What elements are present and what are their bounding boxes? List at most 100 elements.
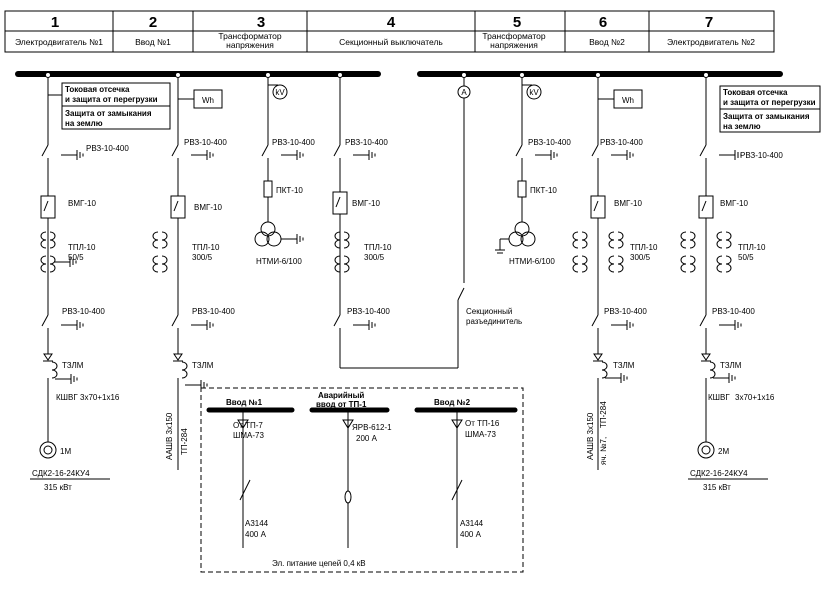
svg-text:и защита от перегрузки: и защита от перегрузки — [65, 95, 158, 104]
col-5-number: 5 — [513, 14, 521, 31]
kv-meter-2: kV — [522, 84, 542, 100]
col-3-name-line2: напряжения — [226, 40, 274, 50]
col-3-name: Трансформатор — [218, 31, 281, 41]
svg-text:ТП-284: ТП-284 — [180, 428, 189, 455]
svg-text:РВЗ-10-400: РВЗ-10-400 — [528, 138, 571, 147]
svg-text:300/5: 300/5 — [364, 253, 385, 262]
wh-meter-2: Wh — [598, 89, 643, 109]
svg-text:РВЗ-10-400: РВЗ-10-400 — [86, 144, 129, 153]
svg-text:315 кВт: 315 кВт — [44, 483, 72, 492]
svg-text:ШМА-73: ШМА-73 — [465, 430, 496, 439]
protection-box-left: Токовая отсечка и защита от перегрузки З… — [48, 82, 171, 130]
svg-text:и защита от перегрузки: и защита от перегрузки — [723, 98, 816, 107]
feeder-motor-2 — [680, 77, 768, 480]
svg-text:ЯРВ-612-1: ЯРВ-612-1 — [352, 423, 392, 432]
svg-text:РВЗ-10-400: РВЗ-10-400 — [62, 307, 105, 316]
header-table: 1 2 3 4 5 6 7 Электродвигатель №1 Ввод №… — [4, 10, 775, 53]
col-4-number: 4 — [387, 14, 396, 31]
svg-text:400 А: 400 А — [245, 530, 267, 539]
svg-text:3х70+1х16: 3х70+1х16 — [80, 393, 120, 402]
svg-text:РВЗ-10-400: РВЗ-10-400 — [740, 151, 783, 160]
svg-text:Токовая отсечка: Токовая отсечка — [65, 85, 130, 94]
equipment-labels: РВЗ-10-400 ВМГ-10 ТПЛ-10 50/5 РВЗ-10-400… — [32, 138, 783, 492]
svg-text:ВМГ-10: ВМГ-10 — [194, 203, 222, 212]
svg-text:ТПЛ-10: ТПЛ-10 — [364, 243, 392, 252]
col-7-number: 7 — [705, 14, 713, 31]
svg-text:2М: 2М — [718, 447, 729, 456]
svg-text:ТЗЛМ: ТЗЛМ — [613, 361, 635, 370]
svg-text:315 кВт: 315 кВт — [703, 483, 731, 492]
svg-text:Wh: Wh — [622, 96, 634, 105]
svg-text:Токовая отсечка: Токовая отсечка — [723, 88, 788, 97]
svg-text:КШВГ: КШВГ — [708, 393, 730, 402]
svg-text:ААШВ 3х150: ААШВ 3х150 — [586, 412, 595, 460]
svg-text:ТЗЛМ: ТЗЛМ — [720, 361, 742, 370]
svg-text:ВМГ-10: ВМГ-10 — [720, 199, 748, 208]
svg-text:ААШВ 3х150: ААШВ 3х150 — [165, 412, 174, 460]
col-2-number: 2 — [149, 14, 157, 31]
svg-text:разъединитель: разъединитель — [466, 317, 522, 326]
svg-text:ТЗЛМ: ТЗЛМ — [62, 361, 84, 370]
feeder-section-breaker — [332, 77, 471, 369]
svg-text:Секционный: Секционный — [466, 307, 512, 316]
col-6-number: 6 — [599, 14, 607, 31]
svg-text:3х70+1х16: 3х70+1х16 — [735, 393, 775, 402]
svg-text:ВМГ-10: ВМГ-10 — [614, 199, 642, 208]
wh-meter-1: Wh — [178, 89, 223, 109]
ammeter-label: A — [461, 88, 467, 97]
svg-text:50/5: 50/5 — [738, 253, 754, 262]
svg-text:РВЗ-10-400: РВЗ-10-400 — [347, 307, 390, 316]
svg-text:kV: kV — [529, 88, 539, 97]
svg-text:300/5: 300/5 — [192, 253, 213, 262]
svg-text:Защита от замыкания: Защита от замыкания — [723, 112, 810, 121]
svg-text:ВМГ-10: ВМГ-10 — [68, 199, 96, 208]
svg-text:РВЗ-10-400: РВЗ-10-400 — [345, 138, 388, 147]
svg-text:ТЗЛМ: ТЗЛМ — [192, 361, 214, 370]
svg-text:РВЗ-10-400: РВЗ-10-400 — [604, 307, 647, 316]
svg-text:Защита от замыкания: Защита от замыкания — [65, 109, 152, 118]
col-1-name: Электродвигатель №1 — [15, 37, 103, 47]
svg-text:ТПЛ-10: ТПЛ-10 — [738, 243, 766, 252]
feeder-motor-1 — [30, 77, 110, 480]
svg-text:СДК2-16-24КУ4: СДК2-16-24КУ4 — [32, 469, 90, 478]
svg-text:400 А: 400 А — [460, 530, 482, 539]
svg-text:Ввод №1: Ввод №1 — [226, 398, 263, 407]
svg-text:на землю: на землю — [65, 119, 103, 128]
svg-text:СДК2-16-24КУ4: СДК2-16-24КУ4 — [690, 469, 748, 478]
col-7-name: Электродвигатель №2 — [667, 37, 755, 47]
svg-text:ШМА-73: ШМА-73 — [233, 431, 264, 440]
svg-text:яч. №7,: яч. №7, — [599, 437, 608, 465]
col-2-name: Ввод №1 — [135, 37, 171, 47]
svg-text:300/5: 300/5 — [630, 253, 651, 262]
svg-text:Аварийный: Аварийный — [318, 391, 364, 400]
svg-text:А3144: А3144 — [245, 519, 269, 528]
col-3-number: 3 — [257, 14, 265, 31]
svg-text:ПКТ-10: ПКТ-10 — [276, 186, 303, 195]
svg-text:ТПЛ-10: ТПЛ-10 — [192, 243, 220, 252]
protection-box-right: Токовая отсечка и защита от перегрузки З… — [719, 85, 821, 133]
col-1-number: 1 — [51, 14, 59, 31]
svg-text:ПКТ-10: ПКТ-10 — [530, 186, 557, 195]
svg-text:РВЗ-10-400: РВЗ-10-400 — [600, 138, 643, 147]
svg-text:ТПЛ-10: ТПЛ-10 — [68, 243, 96, 252]
lv-panel: Ввод №1 Аварийный ввод от ТП-1 Ввод №2 О… — [200, 387, 524, 573]
col-5-name: Трансформатор — [482, 31, 545, 41]
col-6-name: Ввод №2 — [589, 37, 625, 47]
feeder-input-2 — [572, 77, 634, 470]
svg-text:КШВГ: КШВГ — [56, 393, 78, 402]
svg-text:От ТП-7: От ТП-7 — [233, 421, 263, 430]
feeder-input-1 — [152, 77, 214, 470]
svg-text:kV: kV — [275, 88, 285, 97]
svg-text:ТП-284: ТП-284 — [599, 401, 608, 428]
svg-text:Wh: Wh — [202, 96, 214, 105]
col-5-name-line2: напряжения — [490, 40, 538, 50]
kv-meter-1: kV — [268, 84, 288, 100]
svg-text:Ввод №2: Ввод №2 — [434, 398, 471, 407]
feeder-vt-1 — [254, 77, 304, 247]
svg-text:НТМИ-6/100: НТМИ-6/100 — [256, 257, 302, 266]
svg-text:ТПЛ-10: ТПЛ-10 — [630, 243, 658, 252]
svg-text:А3144: А3144 — [460, 519, 484, 528]
svg-text:Эл. питание цепей 0,4 кВ: Эл. питание цепей 0,4 кВ — [272, 559, 366, 568]
svg-text:1М: 1М — [60, 447, 71, 456]
